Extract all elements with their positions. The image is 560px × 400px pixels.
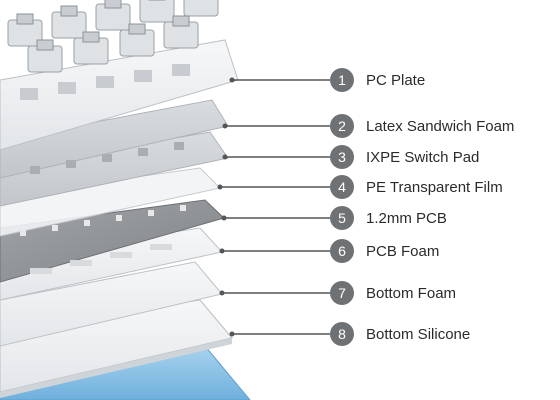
plate-cutout [20,88,38,100]
layer-label-3: 3 IXPE Switch Pad [330,144,479,170]
pcb-hole [148,210,154,216]
layer-name: 1.2mm PCB [366,209,447,227]
layer-number-badge: 4 [330,175,354,199]
key-switch [51,5,87,39]
switches-group [7,0,219,73]
key-switch [183,0,219,17]
layer-label-4: 4 PE Transparent Film [330,174,503,200]
key-switch [139,0,175,23]
pcb-hole [84,220,90,226]
leader-dot-3 [222,154,228,160]
layer-label-7: 7 Bottom Foam [330,280,456,306]
leader-dots [217,77,235,337]
layer-number-badge: 6 [330,239,354,263]
pad-hole [174,142,184,150]
layer-label-1: 1 PC Plate [330,67,425,93]
plate-cutout [96,76,114,88]
leader-dot-2 [222,123,228,129]
key-switch [95,0,131,31]
pcb-hole [116,215,122,221]
layer-name: Bottom Foam [366,284,457,302]
plate-cutout [134,70,152,82]
leader-dot-7 [219,290,225,296]
layer-number-badge: 7 [330,281,354,305]
layer-name: PC Plate [366,71,426,89]
layer-name: IXPE Switch Pad [366,148,480,166]
layer-number-badge: 1 [330,68,354,92]
pad-hole [138,148,148,156]
pad-hole [30,166,40,174]
leader-lines [220,79,330,335]
key-switch [7,13,43,47]
layer-label-5: 5 1.2mm PCB [330,205,447,231]
leader-dot-4 [217,184,223,190]
pcb-hole [52,225,58,231]
plate-cutout [172,64,190,76]
foam-slot [110,252,132,258]
leader-dot-5 [221,215,227,221]
key-switch [163,15,199,49]
pcb-hole [20,230,26,236]
key-switch [119,23,155,57]
foam-slot [150,244,172,250]
layer-cutouts [20,64,190,274]
layer-number-badge: 5 [330,206,354,230]
layer-name: Latex Sandwich Foam [366,117,515,135]
layer-label-6: 6 PCB Foam [330,238,439,264]
leader-dot-1 [229,77,235,83]
layer-number-badge: 2 [330,114,354,138]
key-switch [73,31,109,65]
layer-name: PCB Foam [366,242,440,260]
layer-number-badge: 3 [330,145,354,169]
pad-hole [102,154,112,162]
foam-slot [30,268,52,274]
leader-dot-6 [219,248,225,254]
layer-number-badge: 8 [330,322,354,346]
layer-name: Bottom Silicone [366,325,471,343]
layer-name: PE Transparent Film [366,178,503,196]
layer-label-8: 8 Bottom Silicone [330,321,470,347]
key-switch [27,39,63,73]
bottom-silicone-edge [0,338,232,398]
plate-cutout [58,82,76,94]
pcb-hole [180,205,186,211]
layer-label-2: 2 Latex Sandwich Foam [330,113,514,139]
pad-hole [66,160,76,168]
foam-slot [70,260,92,266]
leader-dot-8 [229,331,235,337]
